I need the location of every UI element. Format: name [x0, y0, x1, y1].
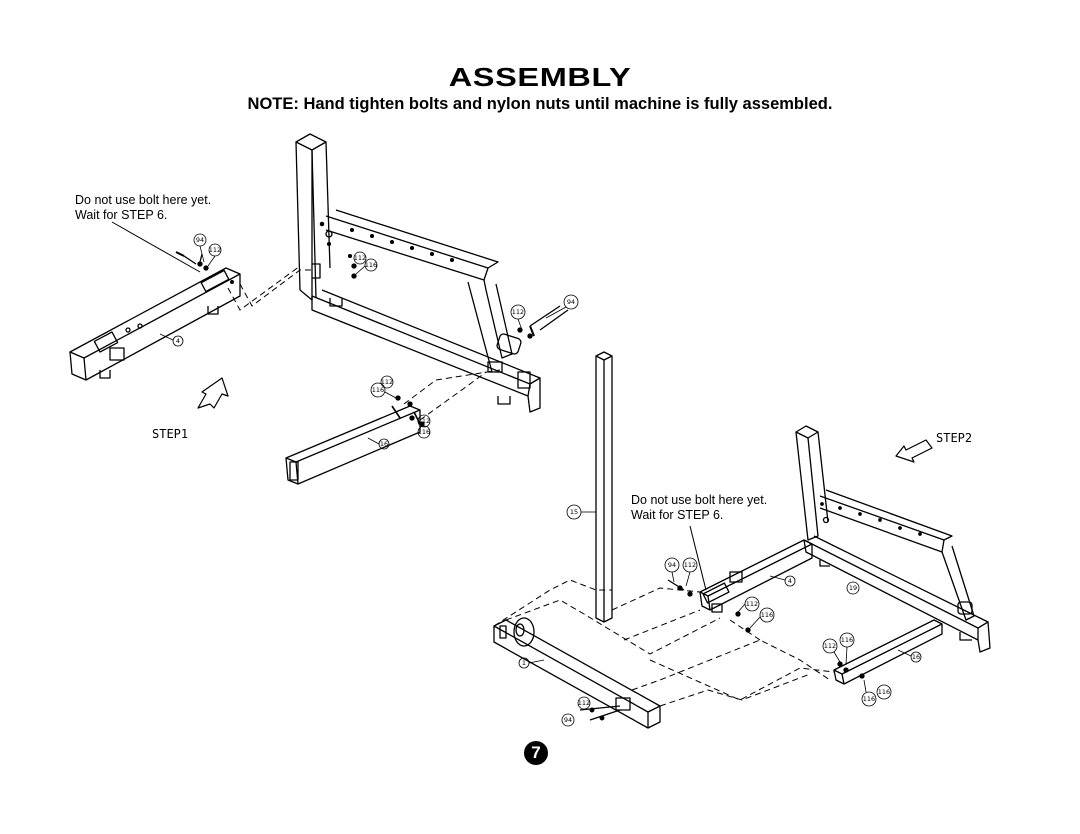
page-title: ASSEMBLY [448, 62, 632, 92]
assembly-note: NOTE: Hand tighten bolts and nylon nuts … [247, 95, 833, 113]
part-112d-circle [380, 375, 394, 389]
step1-arrow-icon [197, 377, 229, 409]
step2-post-15 [595, 351, 613, 623]
part-callouts [159, 233, 922, 727]
part-94c-circle [563, 294, 579, 310]
part-116b-circle [364, 258, 378, 272]
part-labels: 94 112 112 116 112 94 4 116 112 112 116 … [176, 236, 920, 724]
part-label: 4 [788, 577, 792, 585]
step1-dashed-guides [227, 265, 501, 421]
step2-dashed-guides [493, 579, 835, 707]
step2-upright-frame [795, 425, 991, 653]
part-112h-circle [822, 638, 838, 654]
part-116d-circle [370, 382, 386, 398]
part-label: 116 [841, 636, 853, 644]
part-116j-circle [861, 691, 877, 707]
part-label: 116 [365, 261, 377, 269]
step2-callout: Do not use bolt here yet. Wait for STEP … [631, 493, 767, 523]
part-label: 112 [418, 417, 430, 425]
part-label: 112 [684, 561, 696, 569]
part-112b-circle [353, 251, 367, 265]
part-19-circle [846, 581, 860, 595]
part-4a-circle [172, 335, 184, 347]
step2-base-beam-4 [699, 539, 813, 613]
part-label: 112 [578, 699, 590, 707]
part-label: 112 [209, 246, 221, 254]
step1-cross-beam-16 [285, 405, 421, 485]
step2-callout-pointer [689, 525, 707, 591]
part-112i-circle [577, 696, 591, 710]
part-label: 112 [512, 308, 524, 316]
part-label: 94 [196, 236, 204, 244]
part-label: 1 [522, 659, 526, 667]
part-94i-circle [561, 713, 575, 727]
part-label: 16 [912, 653, 920, 661]
part-label: 19 [849, 584, 857, 592]
step1-callout: Do not use bolt here yet. Wait for STEP … [75, 193, 211, 223]
step1-callout-pointer [111, 221, 201, 273]
page-number-badge: 7 [524, 741, 548, 765]
part-label: 112 [746, 600, 758, 608]
step1-callout-line2: Wait for STEP 6. [75, 208, 168, 222]
step2-bolts [579, 579, 865, 721]
part-116k-circle [876, 684, 892, 700]
part-112e-circle [417, 414, 431, 428]
part-116g-circle [759, 607, 775, 623]
part-label: 112 [354, 254, 366, 262]
part-label: 116 [761, 611, 773, 619]
part-label: 4 [176, 337, 180, 345]
part-label: 112 [381, 378, 393, 386]
part-label: 94 [668, 561, 676, 569]
part-label: 116 [372, 386, 384, 394]
step1-base-beam-4 [69, 267, 241, 381]
part-label: 94 [564, 716, 572, 724]
part-label: 15 [570, 508, 578, 516]
step2-cross-beam-16 [833, 619, 943, 685]
part-16b-circle [910, 651, 922, 663]
part-label: 116 [418, 428, 430, 436]
step2-callout-line1: Do not use bolt here yet. [631, 493, 768, 507]
step2-label: STEP2 [936, 431, 973, 445]
part-label: 116 [878, 688, 890, 696]
step1-label: STEP1 [152, 427, 189, 441]
part-116e-circle [417, 425, 431, 439]
step2-callout-line2: Wait for STEP 6. [631, 508, 724, 522]
part-label: 112 [824, 642, 836, 650]
part-label: 16 [380, 440, 388, 448]
part-label: 94 [567, 298, 575, 306]
step1-bolts [175, 251, 569, 427]
part-4b-circle [784, 575, 796, 587]
step2-arrow-icon [895, 439, 933, 463]
step1-upright-frame [295, 133, 541, 413]
step2-base-beam-1 [493, 617, 661, 729]
part-label: 116 [863, 695, 875, 703]
step1-callout-line1: Do not use bolt here yet. [75, 193, 212, 207]
